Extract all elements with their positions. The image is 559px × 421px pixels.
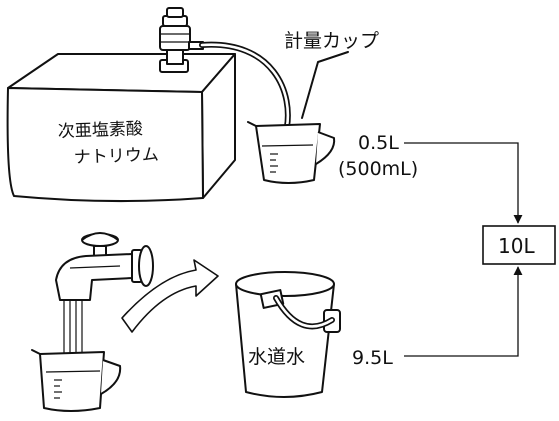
- bleach-label-line2: ナトリウム: [73, 145, 159, 168]
- measuring-cup-pointer: [301, 51, 349, 119]
- pour-arrow: [121, 259, 219, 333]
- hand-pump: [159, 7, 204, 65]
- bleach-volume: 0.5L: [358, 132, 399, 154]
- bleach-label-line1: 次亜塩素酸: [57, 119, 143, 142]
- measuring-cup-label: 計量カップ: [284, 30, 379, 52]
- bleach-volume-ml: (500mL): [338, 158, 418, 180]
- water-faucet: [55, 232, 154, 301]
- measuring-cup-top: [247, 121, 336, 184]
- tap-water-label: 水道水: [248, 346, 305, 368]
- total-volume-box: [482, 225, 556, 265]
- water-bucket: [235, 271, 341, 398]
- total-volume: 10L: [498, 234, 535, 258]
- water-volume: 9.5L: [352, 347, 393, 369]
- water-to-total-arrow: [404, 266, 523, 357]
- bleach-to-total-arrow: [404, 142, 523, 224]
- measuring-cup-bottom: [31, 349, 122, 412]
- water-stream: [63, 300, 83, 360]
